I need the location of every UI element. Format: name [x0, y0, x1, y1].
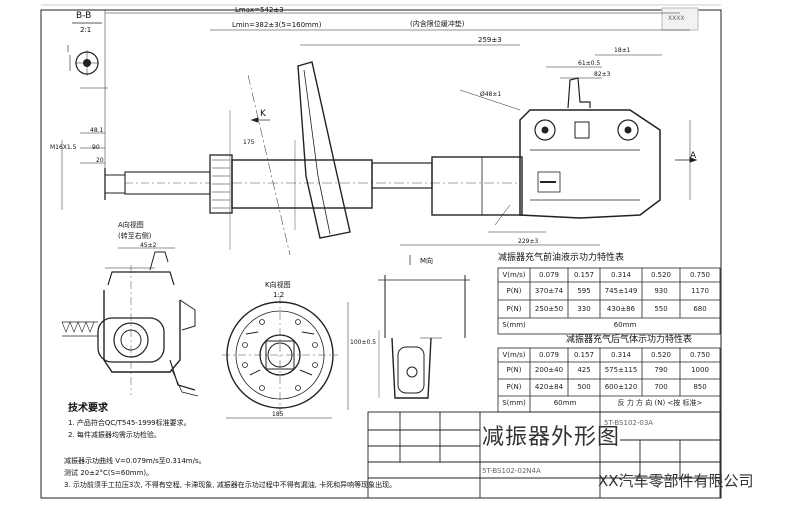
table-rear-speed: 0.750 — [689, 351, 711, 359]
table-rear-stroke: 60mm — [553, 399, 577, 407]
table-front-lines — [497, 267, 721, 335]
section-bb-scale: 2:1 — [80, 26, 92, 34]
table-front-speed: 0.314 — [610, 271, 632, 279]
k-view-scale: 1:2 — [273, 291, 285, 299]
table-front-cell: 930 — [654, 287, 668, 295]
section-a-marker: A — [690, 151, 697, 161]
section-bb-label: B-B — [76, 11, 92, 21]
table-front-cell: 1170 — [691, 287, 709, 295]
table-front-header-label: V(m/s) — [502, 271, 526, 279]
tech-req-line: 1. 产品符合QC/T545-1999标准要求。 — [68, 419, 191, 427]
table-front-stroke: 60mm — [613, 321, 637, 329]
table-rear-cell: 425 — [577, 366, 591, 374]
table-rear-speed: 0.079 — [538, 351, 560, 359]
section-bb-view — [67, 22, 108, 89]
dim-90: 90 — [92, 144, 100, 151]
dim-100: 100±0.5 — [350, 339, 377, 346]
table-rear-cell: 420±84 — [534, 383, 564, 391]
main-shock-view — [61, 10, 698, 265]
tech-req-line: 3. 示功前须手工拉压3次, 不得有空程, 卡滞现象, 减振器在示功过程中不得有… — [64, 481, 397, 489]
table-front-stroke-label: S(mm) — [502, 321, 526, 329]
a-view-sub: (转至右侧) — [118, 232, 152, 240]
dim-lmin-note: (内含限位缓冲垫) — [410, 20, 465, 28]
table-rear-direction-note: 反 力 方 向 (N) <按 标准> — [617, 399, 703, 407]
m-direction-view — [378, 275, 470, 399]
table-rear-cell: 500 — [577, 383, 591, 391]
dim-lmax: Lmax=542±3 — [235, 6, 284, 14]
table-front-cell: 330 — [577, 305, 591, 313]
table-front-row-label: P(N) — [506, 287, 522, 295]
dim-45: 45±2 — [140, 242, 157, 249]
table-front-cell: 595 — [577, 287, 591, 295]
dim-20: 20 — [96, 157, 104, 164]
a-direction-view — [61, 247, 199, 397]
table-rear-cell: 575±115 — [604, 366, 638, 374]
dim-259: 259±3 — [478, 36, 502, 44]
table-rear-title: 减振器充气后气体示功力特性表 — [566, 335, 693, 345]
dim-m16: M16X1.5 — [50, 144, 77, 151]
table-front-speed: 0.750 — [689, 271, 711, 279]
dim-185: 185 — [272, 411, 284, 418]
table-front-cell: 550 — [654, 305, 668, 313]
table-front-row-label: P(N) — [506, 305, 522, 313]
watermark-text: XXXX — [668, 15, 685, 22]
tech-req-line: 2. 每件减振器均需示功检验。 — [68, 431, 161, 439]
table-rear-cell: 790 — [654, 366, 668, 374]
table-front-cell: 370±74 — [534, 287, 564, 295]
dim-175: 175 — [243, 139, 255, 146]
table-rear-cell: 200±40 — [534, 366, 564, 374]
tech-req-title: 技术要求 — [68, 403, 108, 414]
table-rear-speed: 0.157 — [573, 351, 595, 359]
dim-lmin: Lmin=382±3(5=160mm) — [232, 21, 322, 29]
drawing-name: 减振器外形图 — [482, 425, 621, 450]
tech-req-line: 测试 20±2°C(S=60mm)。 — [64, 469, 154, 477]
table-rear-cell: 1000 — [691, 366, 709, 374]
k-direction-view — [222, 296, 349, 419]
dim-dia48: Ø48±1 — [480, 91, 502, 98]
company-name: XX汽车零部件有限公司 — [598, 472, 754, 490]
table-rear-cell: 600±120 — [604, 383, 638, 391]
table-rear-row-label: P(N) — [506, 366, 522, 374]
dim-229: 229±3 — [518, 238, 539, 245]
dim-18: 18±1 — [614, 47, 631, 54]
tech-req-line: 减振器示功曲线 V=0.079m/s至0.314m/s。 — [64, 457, 206, 465]
table-rear-row-label: P(N) — [506, 383, 522, 391]
table-rear-cell: 850 — [693, 383, 707, 391]
table-rear-stroke-label: S(mm) — [502, 399, 526, 407]
table-rear-cell: 700 — [654, 383, 668, 391]
dim-61: 61±0.5 — [578, 60, 601, 67]
table-rear-header-label: V(m/s) — [502, 351, 526, 359]
title-block-lines — [367, 411, 721, 499]
a-view-label: A向视图 — [118, 221, 144, 229]
section-k-marker: K — [260, 109, 266, 119]
dim-48-1: 48.1 — [90, 127, 104, 134]
table-front-cell: 745±149 — [604, 287, 638, 295]
table-front-cell: 250±50 — [534, 305, 564, 313]
table-front-title: 减振器充气前油液示功力特性表 — [498, 253, 625, 263]
dim-82: 82±3 — [594, 71, 611, 78]
k-view-label: K向视图 — [265, 281, 291, 289]
part-number: 5T-BS102-02N4A — [482, 467, 541, 475]
table-front-speed: 0.157 — [573, 271, 595, 279]
part-number-top: 5T-BS102-03A — [604, 419, 654, 427]
table-front-cell: 680 — [693, 305, 707, 313]
table-front-cell: 430±86 — [606, 305, 636, 313]
table-front-speed: 0.520 — [650, 271, 672, 279]
m-view-label: M向 — [420, 257, 434, 265]
table-rear-speed: 0.520 — [650, 351, 672, 359]
table-rear-speed: 0.314 — [610, 351, 632, 359]
table-front-speed: 0.079 — [538, 271, 560, 279]
